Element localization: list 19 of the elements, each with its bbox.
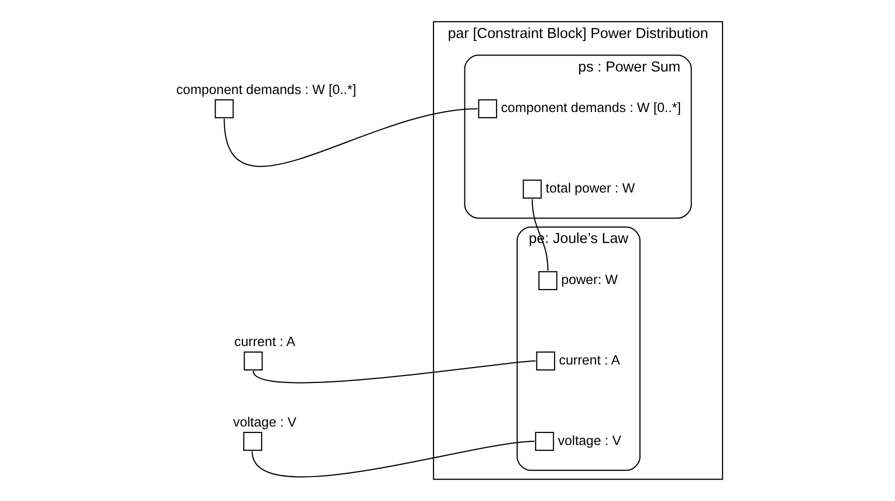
- node-label: current : A: [234, 334, 295, 350]
- node-box: [478, 99, 497, 118]
- node-box: [242, 432, 262, 451]
- connector: [252, 360, 536, 384]
- node-label: power: W: [560, 272, 618, 288]
- node-label: voltage : V: [557, 432, 621, 448]
- node-label: total power : W: [545, 180, 634, 196]
- node-box: [243, 352, 262, 370]
- node-label: component demands : W [0..*]: [500, 100, 680, 116]
- node-box: [214, 99, 234, 118]
- connector: [251, 440, 534, 478]
- node-box: [534, 432, 554, 451]
- node-label: component demands : W [0..*]: [176, 82, 356, 97]
- node-box: [538, 271, 557, 290]
- node-label: current : A: [558, 352, 620, 368]
- node-box: [536, 352, 555, 370]
- node-label: voltage : V: [232, 414, 296, 430]
- node-box: [522, 180, 542, 199]
- connector: [223, 108, 478, 167]
